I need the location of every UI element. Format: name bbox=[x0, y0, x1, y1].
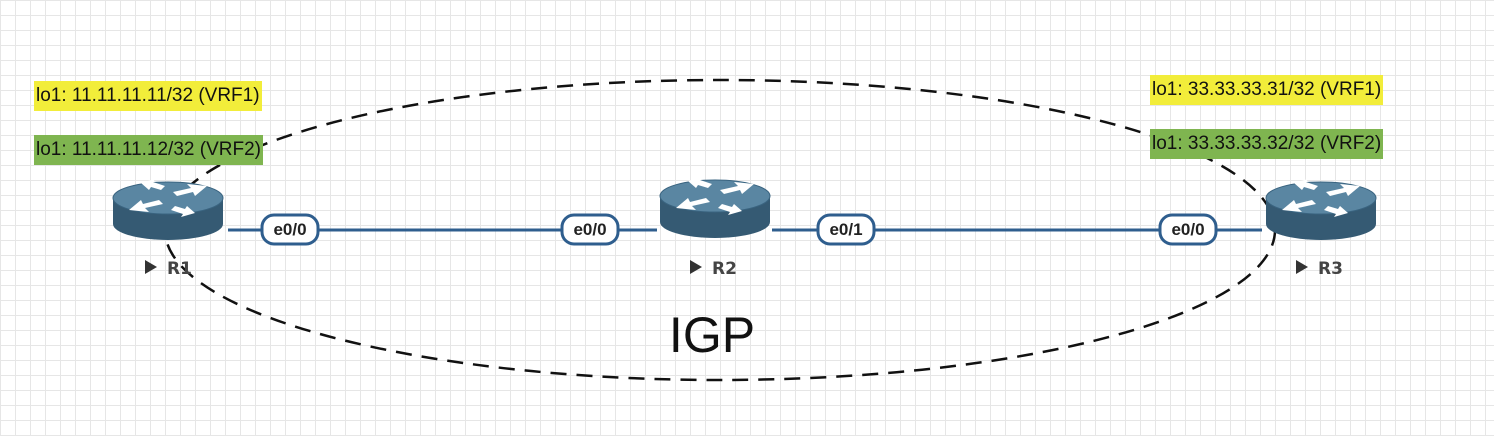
interface-r2-e0-1[interactable]: e0/1 bbox=[816, 213, 876, 246]
router-r1-icon[interactable] bbox=[112, 178, 224, 241]
interface-r2-e0-0-label: e0/0 bbox=[573, 220, 606, 239]
router-r3-label[interactable]: R3 bbox=[1296, 259, 1343, 279]
interface-r1-e0-0-label: e0/0 bbox=[273, 220, 306, 239]
router-r2-icon[interactable] bbox=[659, 176, 771, 239]
interface-r2-e0-0[interactable]: e0/0 bbox=[560, 213, 620, 246]
interface-r3-e0-0[interactable]: e0/0 bbox=[1158, 213, 1218, 246]
router-r3-name: R3 bbox=[1318, 259, 1343, 279]
igp-label: IGP bbox=[669, 307, 755, 363]
r1-loopback-vrf2[interactable]: lo1: 11.11.11.12/32 (VRF2) bbox=[34, 135, 263, 165]
r3-loopback-vrf1[interactable]: lo1: 33.33.33.31/32 (VRF1) bbox=[1150, 75, 1384, 105]
router-r1-name: R1 bbox=[167, 259, 192, 279]
interface-r1-e0-0[interactable]: e0/0 bbox=[260, 213, 320, 246]
r1-loopback-vrf1[interactable]: lo1: 11.11.11.11/32 (VRF1) bbox=[34, 81, 262, 111]
interface-r3-e0-0-label: e0/0 bbox=[1171, 220, 1204, 239]
router-r2-name: R2 bbox=[712, 259, 737, 279]
router-r3-icon[interactable] bbox=[1265, 178, 1377, 241]
interface-r2-e0-1-label: e0/1 bbox=[829, 220, 862, 239]
r3-loopback-vrf2[interactable]: lo1: 33.33.33.32/32 (VRF2) bbox=[1150, 129, 1384, 159]
router-r1-label[interactable]: R1 bbox=[145, 259, 192, 279]
router-r2-label[interactable]: R2 bbox=[690, 259, 737, 279]
